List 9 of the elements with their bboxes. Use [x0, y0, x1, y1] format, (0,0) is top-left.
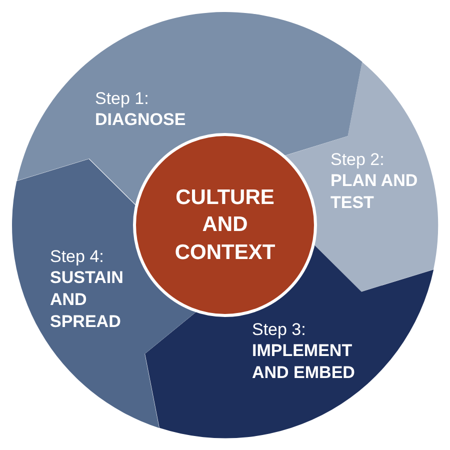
step-number: Step 4: [50, 246, 105, 267]
step-title: IMPLEMENT AND EMBED [252, 340, 356, 384]
step-title: SUSTAIN AND SPREAD [50, 266, 124, 334]
step-number: Step 1: [94, 88, 150, 109]
step-number: Step 2: [330, 150, 386, 170]
step-title: PLAN AND TEST [330, 170, 419, 214]
step-number: Step 3: [252, 320, 307, 340]
center-label: CULTURE AND CONTEXT [174, 185, 276, 266]
step-title: DIAGNOSE [94, 108, 187, 131]
